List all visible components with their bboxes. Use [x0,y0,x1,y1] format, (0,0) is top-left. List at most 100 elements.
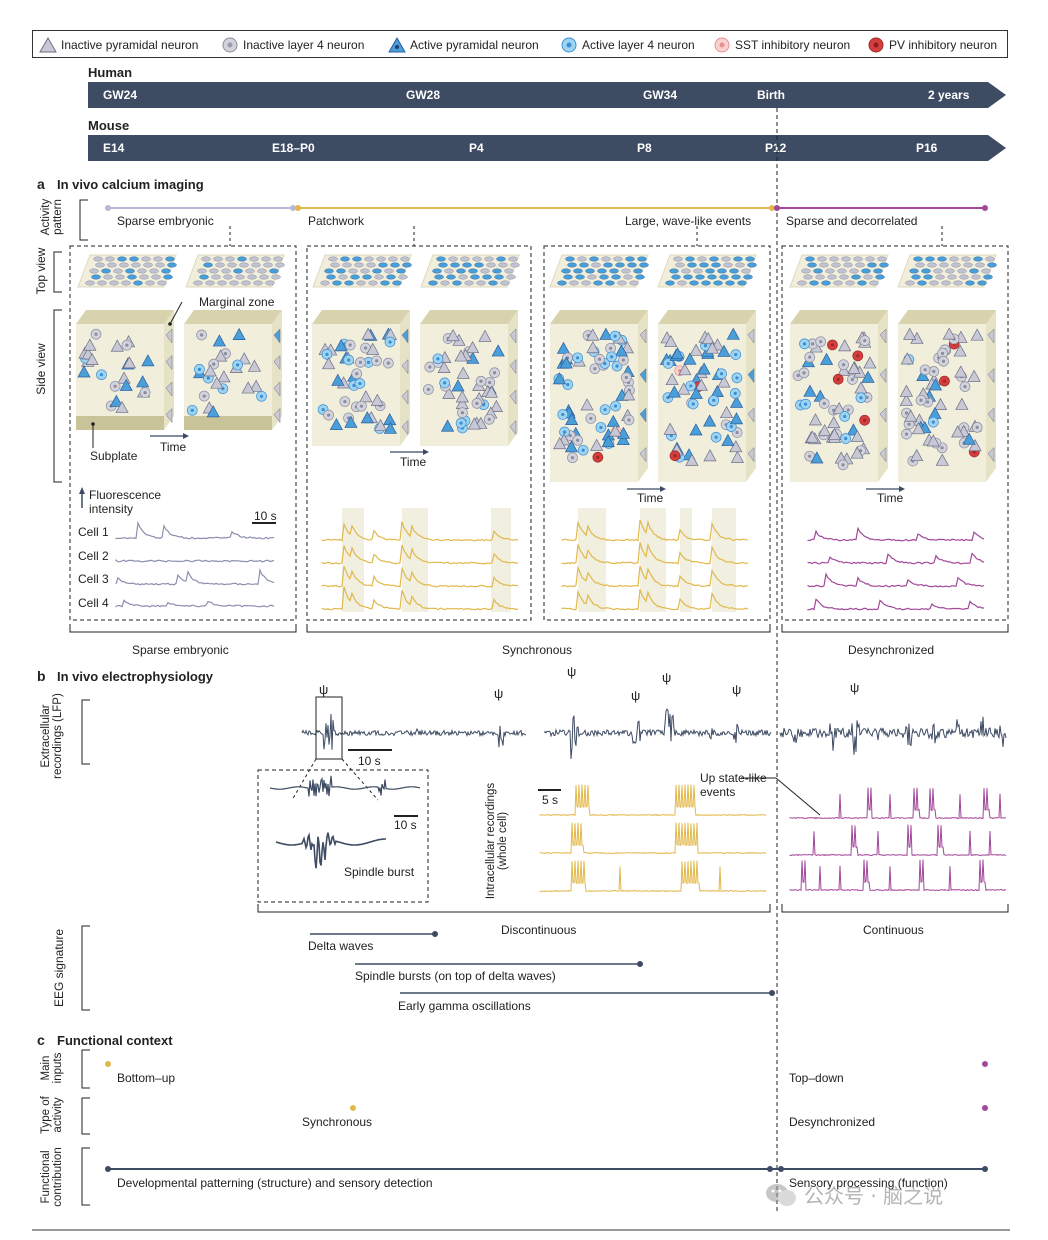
arrow-head [660,486,666,492]
pyramidal-neuron [847,361,861,374]
top-down-label: Top–down [789,1071,844,1085]
side-neuron [639,407,647,423]
neuron-dot [215,262,225,268]
neuron-dot [506,274,516,280]
neuron-nucleus [358,381,362,386]
desynchronized-label: Desynchronized [789,1115,876,1129]
subplate-layer [76,416,164,430]
calcium-trace [561,565,749,588]
legend-label: Inactive layer 4 neuron [243,38,365,52]
neuron-nucleus [923,368,927,372]
neuron-nucleus [904,411,909,415]
neuron-dot [695,274,705,280]
neuron-nucleus [613,404,618,408]
top-view-slab [897,254,997,288]
neuron-nucleus [562,430,567,434]
neuron-dot [342,262,352,268]
neuron-dot [569,280,579,286]
neuron-nucleus [975,425,979,429]
neuron-dot [275,262,285,268]
side-view-block [790,310,888,482]
neuron-nucleus [561,412,565,417]
pyramidal-neuron [478,329,492,342]
calcium-trace [321,566,519,588]
pyramidal-neuron [373,418,388,431]
side-view-block [76,310,174,430]
pyramidal-neuron [685,453,699,466]
side-neuron [273,381,281,397]
section-a-title: In vivo calcium imaging [57,177,204,192]
neuron-dot [671,274,681,280]
neuron-dot [735,262,745,268]
neuron-dot [205,280,215,286]
neuron-nucleus [735,376,739,380]
pyramidal-neuron [916,368,930,381]
side-neuron [639,328,647,344]
neuron-nucleus [714,435,718,439]
active-layer4-icon [561,37,577,53]
neuron-dot [101,268,111,274]
neuron-nucleus [460,411,465,415]
pyramidal-neuron [832,402,846,415]
psi-marker: ψ [662,670,672,685]
neuron-dot [665,280,675,286]
side-neuron [987,328,995,344]
neuron-dot [446,274,456,280]
marginal-zone-label: Marginal zone [199,295,275,309]
neuron-dot [689,280,699,286]
calcium-trace [807,598,984,611]
neuron-dot [947,274,957,280]
human-tick: GW34 [643,88,678,102]
neuron-nucleus [808,454,812,458]
neuron-nucleus [673,454,677,458]
neuron-dot [269,268,279,274]
block-top [312,310,410,324]
pyramidal-neuron [586,341,600,354]
neuron-dot [879,262,889,268]
neuron-dot [805,256,815,262]
neuron-dot [845,280,855,286]
neuron-dot [969,268,979,274]
side-neuron [747,446,755,463]
neuron-nucleus [802,371,806,375]
neuron-nucleus [566,383,570,387]
bracket-label: Sparse embryonic [132,643,229,657]
pyramidal-neuron [665,372,679,386]
phase-label: Patchwork [308,214,365,228]
pyramidal-neuron [559,356,573,369]
neuron-dot [366,262,376,268]
pyramidal-neuron [484,385,499,398]
neuron-dot [352,256,362,262]
legend-item-active-pyramidal: Active pyramidal neuron [388,37,539,53]
bracket-label: Synchronous [502,643,573,657]
neuron-dot [699,262,709,268]
neuron-dot [853,256,863,262]
time-label: Time [877,491,904,505]
pyramidal-neuron [359,390,373,403]
neuron-dot [380,280,390,286]
neuron-dot [241,280,251,286]
neuron-nucleus [907,422,911,426]
neuron-dot [851,274,861,280]
neuron-dot [567,262,577,268]
pyramidal-neuron [729,440,743,453]
top-view-slab [420,254,520,288]
section-b-letter: b [37,668,46,684]
neuron-dot [109,280,119,286]
calcium-trace [321,544,519,565]
neuron-nucleus [321,407,325,412]
legend-label: SST inhibitory neuron [735,38,851,52]
neuron-dot [589,256,599,262]
side-view-block [658,310,756,482]
neuron-dot [745,256,755,262]
lfp-trace [779,716,1007,755]
neuron-nucleus [919,398,923,402]
neuron-dot [593,280,603,286]
neuron-dot [629,280,639,286]
neuron-dot [89,268,99,274]
block-top [790,310,888,324]
neuron-nucleus [729,425,733,429]
